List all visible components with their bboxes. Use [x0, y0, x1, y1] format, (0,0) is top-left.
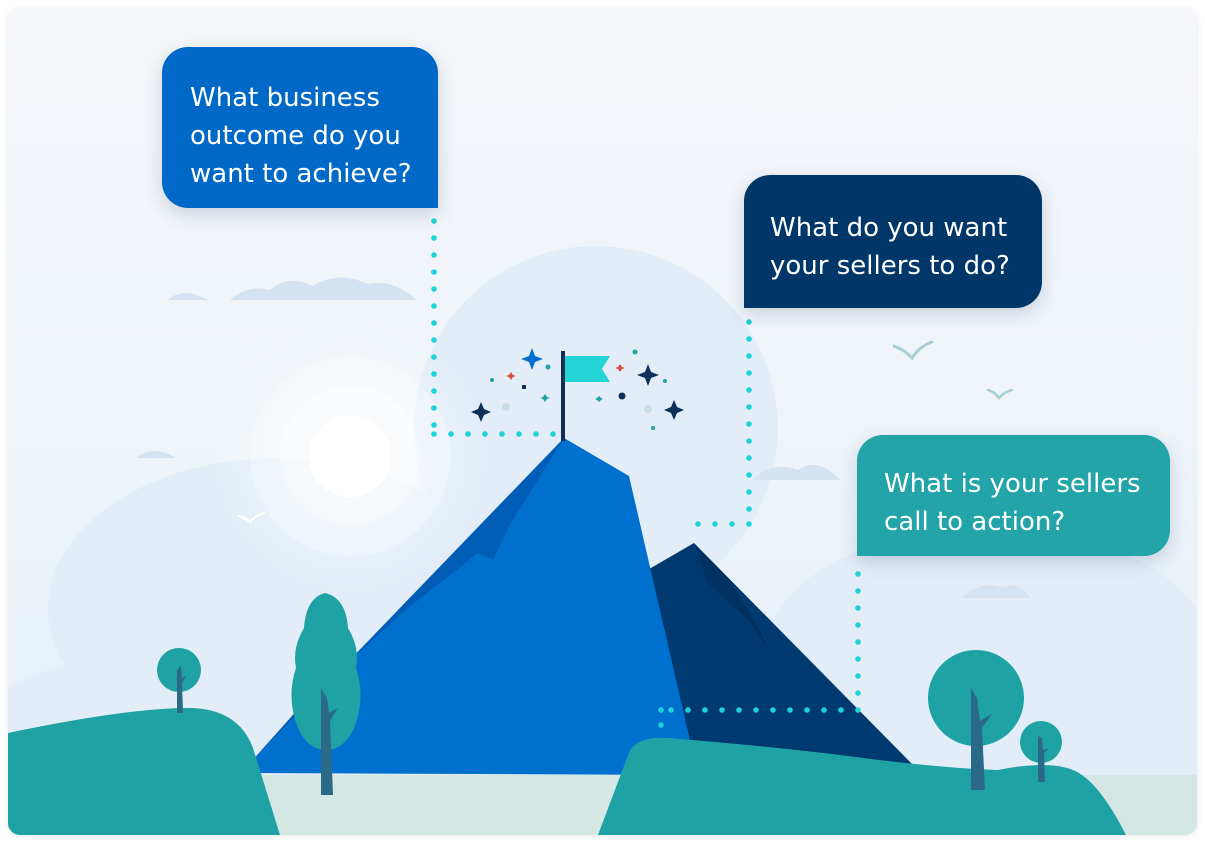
dotted-connectors: [431, 218, 861, 728]
bird-icon: [236, 340, 1014, 524]
right-hill: [598, 737, 1126, 835]
connector-2: [695, 319, 752, 527]
sun-icon: [210, 316, 490, 596]
question-bubble-call-to-action: What is your sellers call to action?: [857, 435, 1170, 556]
back-mountain: [608, 543, 913, 765]
illustration-card: What business outcome do you want to ach…: [8, 8, 1197, 835]
left-hill: [8, 708, 280, 835]
tree-icon: [157, 593, 1062, 795]
mountain-scene: [8, 8, 1197, 835]
question-bubble-seller-actions: What do you want your sellers to do?: [744, 175, 1042, 308]
sparkle-icon: [471, 348, 684, 430]
connector-3: [658, 571, 861, 728]
clouds: [136, 277, 1030, 598]
question-bubble-business-outcome: What business outcome do you want to ach…: [162, 47, 438, 208]
connector-1: [431, 218, 556, 437]
flag-icon: [561, 351, 610, 441]
